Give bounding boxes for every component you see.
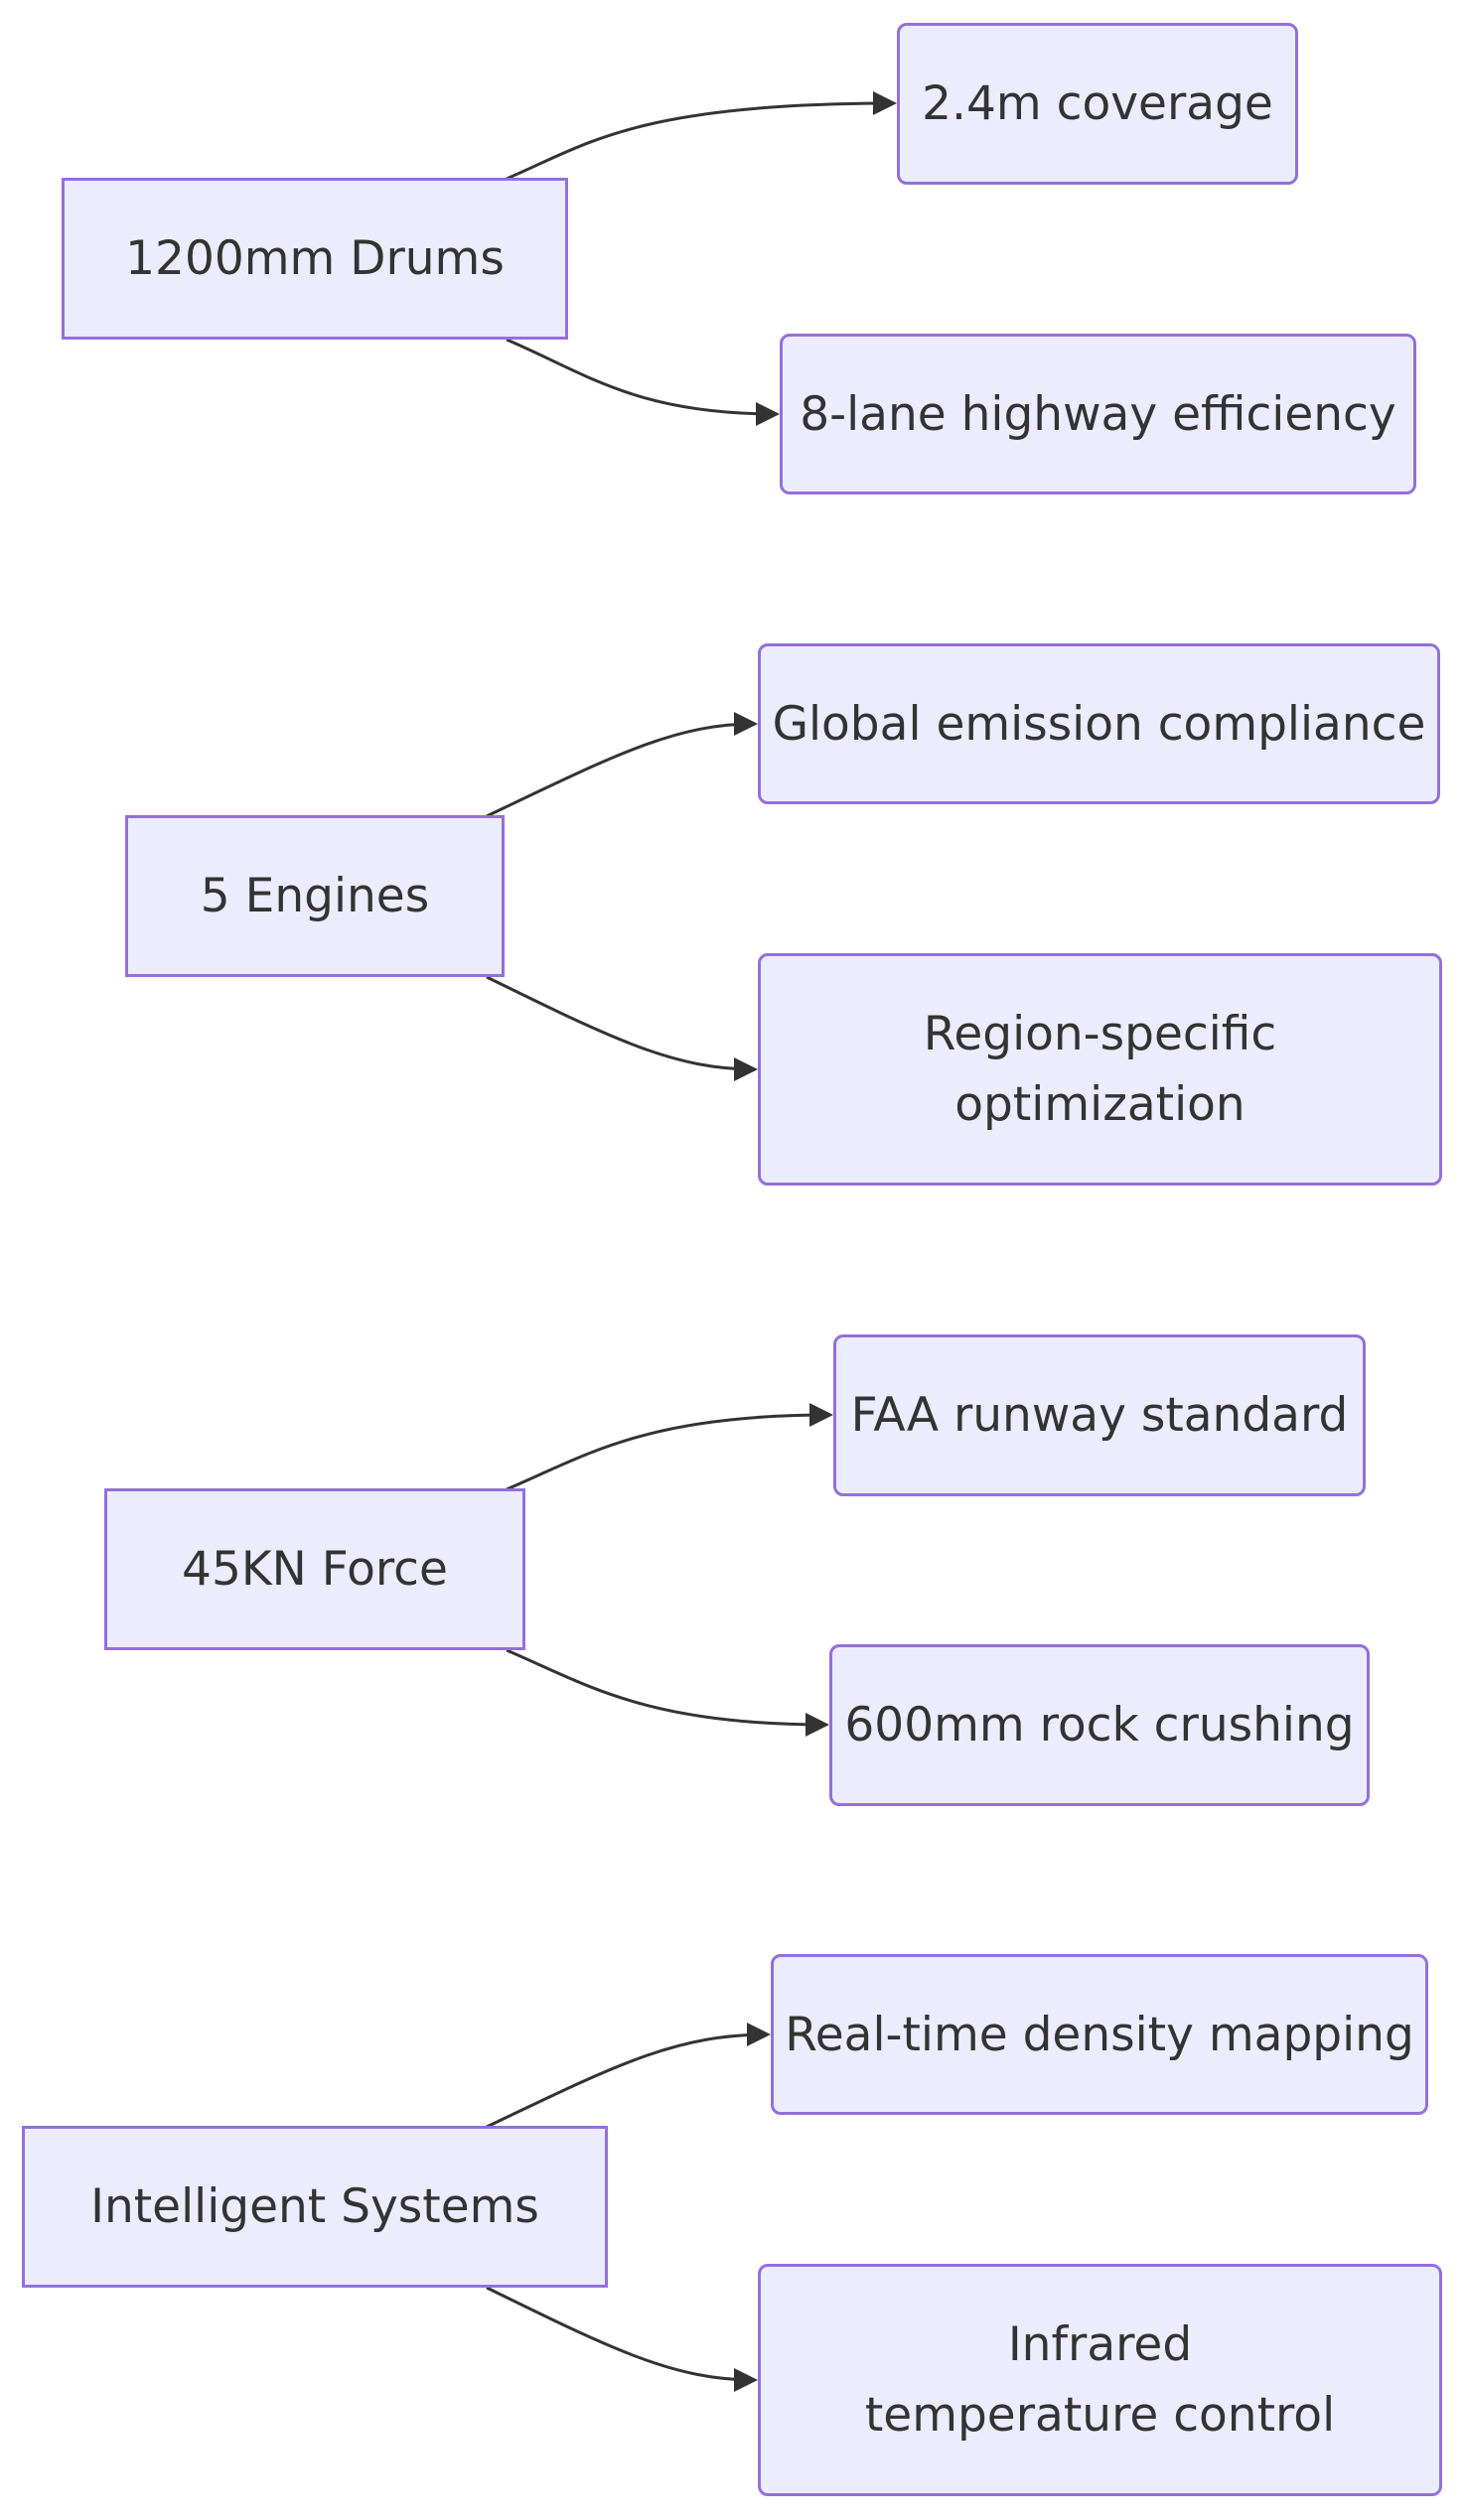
node-label: 1200mm Drums <box>125 231 505 286</box>
node-label: 5 Engines <box>200 869 430 923</box>
node-real-time-density-mapping: Real-time density mapping <box>771 1954 1428 2115</box>
node-label: Global emission compliance <box>772 696 1426 752</box>
arrowhead-coverage <box>873 91 897 115</box>
node-label: Infrared temperature control <box>864 2317 1336 2443</box>
node-label: FAA runway standard <box>850 1388 1349 1443</box>
arrowheads <box>734 91 897 2392</box>
node-faa-runway-standard: FAA runway standard <box>833 1334 1366 1496</box>
node-infrared-temperature-control: Infrared temperature control <box>758 2264 1442 2496</box>
arrowhead-highway <box>756 402 780 426</box>
arrowhead-rock <box>806 1713 829 1737</box>
node-label: 8-lane highway efficiency <box>800 386 1396 442</box>
node-1200mm-drums: 1200mm Drums <box>62 178 568 340</box>
arrowhead-emission <box>734 712 758 736</box>
arrowhead-region <box>734 1057 758 1081</box>
edge-drums-to-coverage <box>506 101 895 181</box>
node-region-specific-optimization: Region-specific optimization <box>758 953 1442 1186</box>
arrowhead-faa <box>809 1403 833 1427</box>
arrowhead-density <box>747 2023 771 2046</box>
node-5-engines: 5 Engines <box>125 815 505 977</box>
node-8-lane-highway-efficiency: 8-lane highway efficiency <box>780 334 1416 494</box>
node-label: 600mm rock crushing <box>844 1698 1355 1752</box>
arrowhead-infrared <box>734 2368 758 2392</box>
edge-force-to-rock <box>506 1648 827 1727</box>
node-global-emission-compliance: Global emission compliance <box>758 643 1440 804</box>
edge-systems-to-infrared <box>486 2286 756 2382</box>
node-label: Real-time density mapping <box>785 2007 1414 2062</box>
node-45kn-force: 45KN Force <box>104 1488 525 1650</box>
node-intelligent-systems: Intelligent Systems <box>22 2126 608 2288</box>
node-600mm-rock-crushing: 600mm rock crushing <box>829 1644 1370 1806</box>
edge-engines-to-emission <box>486 722 756 818</box>
edge-force-to-faa <box>506 1413 831 1491</box>
node-2-4m-coverage: 2.4m coverage <box>897 23 1298 185</box>
node-label: Intelligent Systems <box>90 2179 539 2234</box>
edge-drums-to-highway <box>506 338 778 416</box>
node-label: Region-specific optimization <box>923 1007 1277 1132</box>
node-label: 45KN Force <box>182 1542 448 1597</box>
edge-systems-to-density <box>486 2032 769 2129</box>
edge-engines-to-region <box>486 975 756 1071</box>
node-label: 2.4m coverage <box>922 76 1273 131</box>
